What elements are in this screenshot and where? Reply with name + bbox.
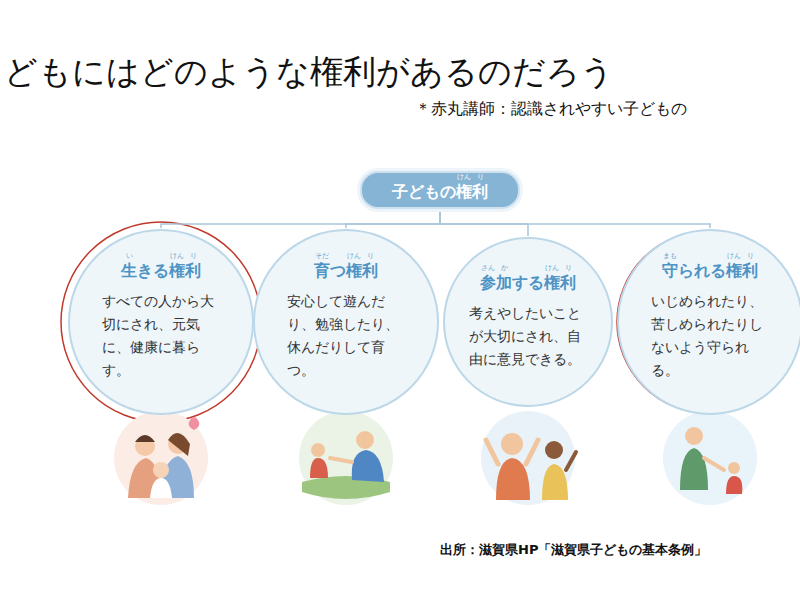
node-body: すべての人から大切にされ、元気に、健康に暮らす。 — [102, 290, 220, 382]
furigana: けん — [457, 174, 471, 181]
family-illustration — [114, 411, 208, 505]
right-circle: 参加する権利考えやしたいことが大切にされ、自由に意見できる。 — [442, 236, 614, 408]
furigana: けん — [170, 253, 184, 260]
furigana: さん — [481, 265, 495, 272]
cheering-illustration — [481, 411, 576, 505]
node-heading: 守られる権利 — [662, 261, 758, 280]
circle-outline — [442, 236, 614, 408]
furigana: り — [367, 253, 374, 260]
tree-connector — [161, 209, 440, 228]
furigana: けん — [727, 253, 741, 260]
right-circle: 生きる権利すべての人から大切にされ、元気に、健康に暮らす。 — [67, 228, 255, 416]
node-body: 考えやしたいことが大切にされ、自由に意見できる。 — [469, 302, 587, 371]
furigana: けん — [545, 265, 559, 272]
node-heading: 参加する権利 — [480, 273, 576, 292]
tree-connector — [346, 209, 440, 228]
furigana: り — [477, 174, 484, 181]
text-group: 参加する権利考えやしたいことが大切にされ、自由に意見できる。 — [469, 273, 587, 371]
furigana: り — [565, 265, 572, 272]
tree-connector — [440, 209, 710, 228]
text-group: 守られる権利いじめられたり、苦しめられたりしないよう守られる。 — [651, 261, 769, 383]
text-group: 育つ権利安心して遊んだり、勉強したり、休んだりして育つ。 — [287, 261, 405, 383]
protecting-illustration — [663, 411, 757, 505]
furigana: り — [190, 253, 197, 260]
text-group: 生きる権利すべての人から大切にされ、元気に、健康に暮らす。 — [102, 261, 220, 383]
text-group: 子どもの権利 — [392, 182, 488, 203]
furigana: けん — [347, 253, 361, 260]
source-note: 出所：滋賀県HP「滋賀県子どもの基本条例」 — [440, 541, 707, 559]
root-pill: 子どもの権利 — [360, 171, 520, 210]
slide-title: どもにはどのような権利があるのだろう — [4, 52, 614, 92]
node-heading: 子どもの権利 — [392, 182, 488, 203]
tree-connector — [440, 209, 528, 236]
node-body: 安心して遊んだり、勉強したり、休んだりして育つ。 — [287, 290, 405, 382]
node-body: いじめられたり、苦しめられたりしないよう守られる。 — [651, 290, 769, 382]
right-circle: 育つ権利安心して遊んだり、勉強したり、休んだりして育つ。 — [252, 228, 440, 416]
note: ＊赤丸講師：認識されやすい子どもの — [415, 99, 687, 120]
node-heading: 生きる権利 — [121, 261, 201, 280]
furigana: そだ — [315, 253, 329, 260]
node-heading: 育つ権利 — [314, 261, 378, 280]
playing-illustration — [299, 411, 393, 505]
furigana: まも — [663, 253, 677, 260]
red-ring — [61, 222, 261, 422]
right-circle: 守られる権利いじめられたり、苦しめられたりしないよう守られる。 — [616, 228, 800, 416]
furigana: か — [501, 265, 508, 272]
furigana: り — [747, 253, 754, 260]
furigana: い — [126, 253, 133, 260]
